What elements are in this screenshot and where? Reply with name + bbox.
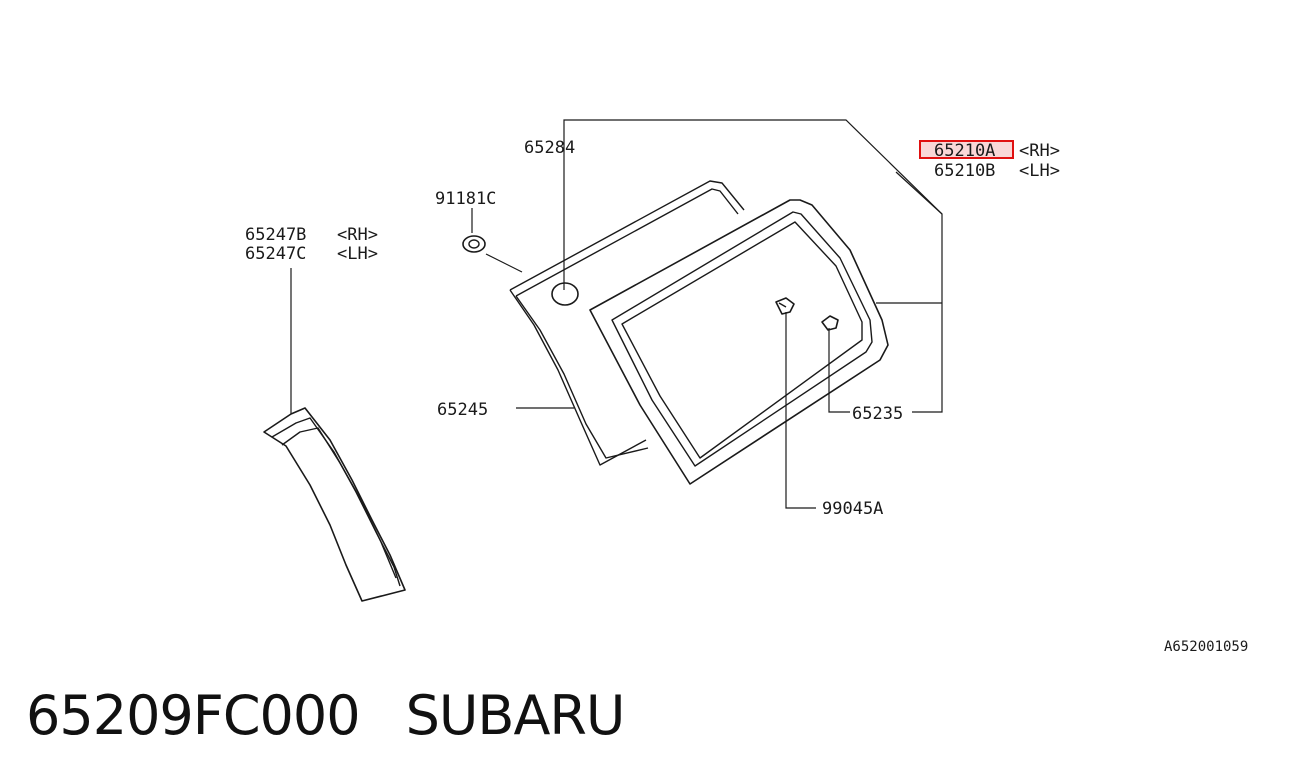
glass-moulding: [509, 180, 745, 466]
fastener-65235: [821, 315, 839, 331]
callout-65210b[interactable]: 65210B: [934, 161, 995, 181]
quarter-glass: [589, 199, 889, 485]
leader-lines: [290, 119, 943, 509]
callout-65235[interactable]: 65235: [852, 404, 903, 424]
callout-65284[interactable]: 65284: [524, 138, 575, 158]
callout-65247b[interactable]: 65247B: [245, 225, 306, 245]
callout-91181c[interactable]: 91181C: [435, 189, 496, 209]
callout-65245[interactable]: 65245: [437, 400, 488, 420]
callout-65210a[interactable]: 65210A: [934, 141, 995, 161]
pad-65284: [551, 282, 579, 306]
callout-65210b-side: <LH>: [1019, 161, 1060, 181]
callout-65247c[interactable]: 65247C: [245, 244, 306, 264]
callout-labels: 65284 65210A <RH> 65210B <LH> 91181C 652…: [245, 138, 1248, 655]
callout-65210a-side: <RH>: [1019, 141, 1060, 161]
clip-91181c: [462, 235, 486, 253]
callout-65247b-side: <RH>: [337, 225, 378, 245]
clip-99045a: [775, 297, 795, 315]
callout-65247c-side: <LH>: [337, 244, 378, 264]
callout-99045a[interactable]: 99045A: [822, 499, 883, 519]
part-number: 65209FC000: [26, 684, 361, 747]
drawing-code: A652001059: [1164, 639, 1248, 655]
footer-caption: 65209FC000 SUBARU: [26, 684, 626, 747]
highlight-box[interactable]: [919, 140, 1014, 159]
brand-name: SUBARU: [405, 684, 626, 747]
pillar-trim: [263, 407, 406, 602]
